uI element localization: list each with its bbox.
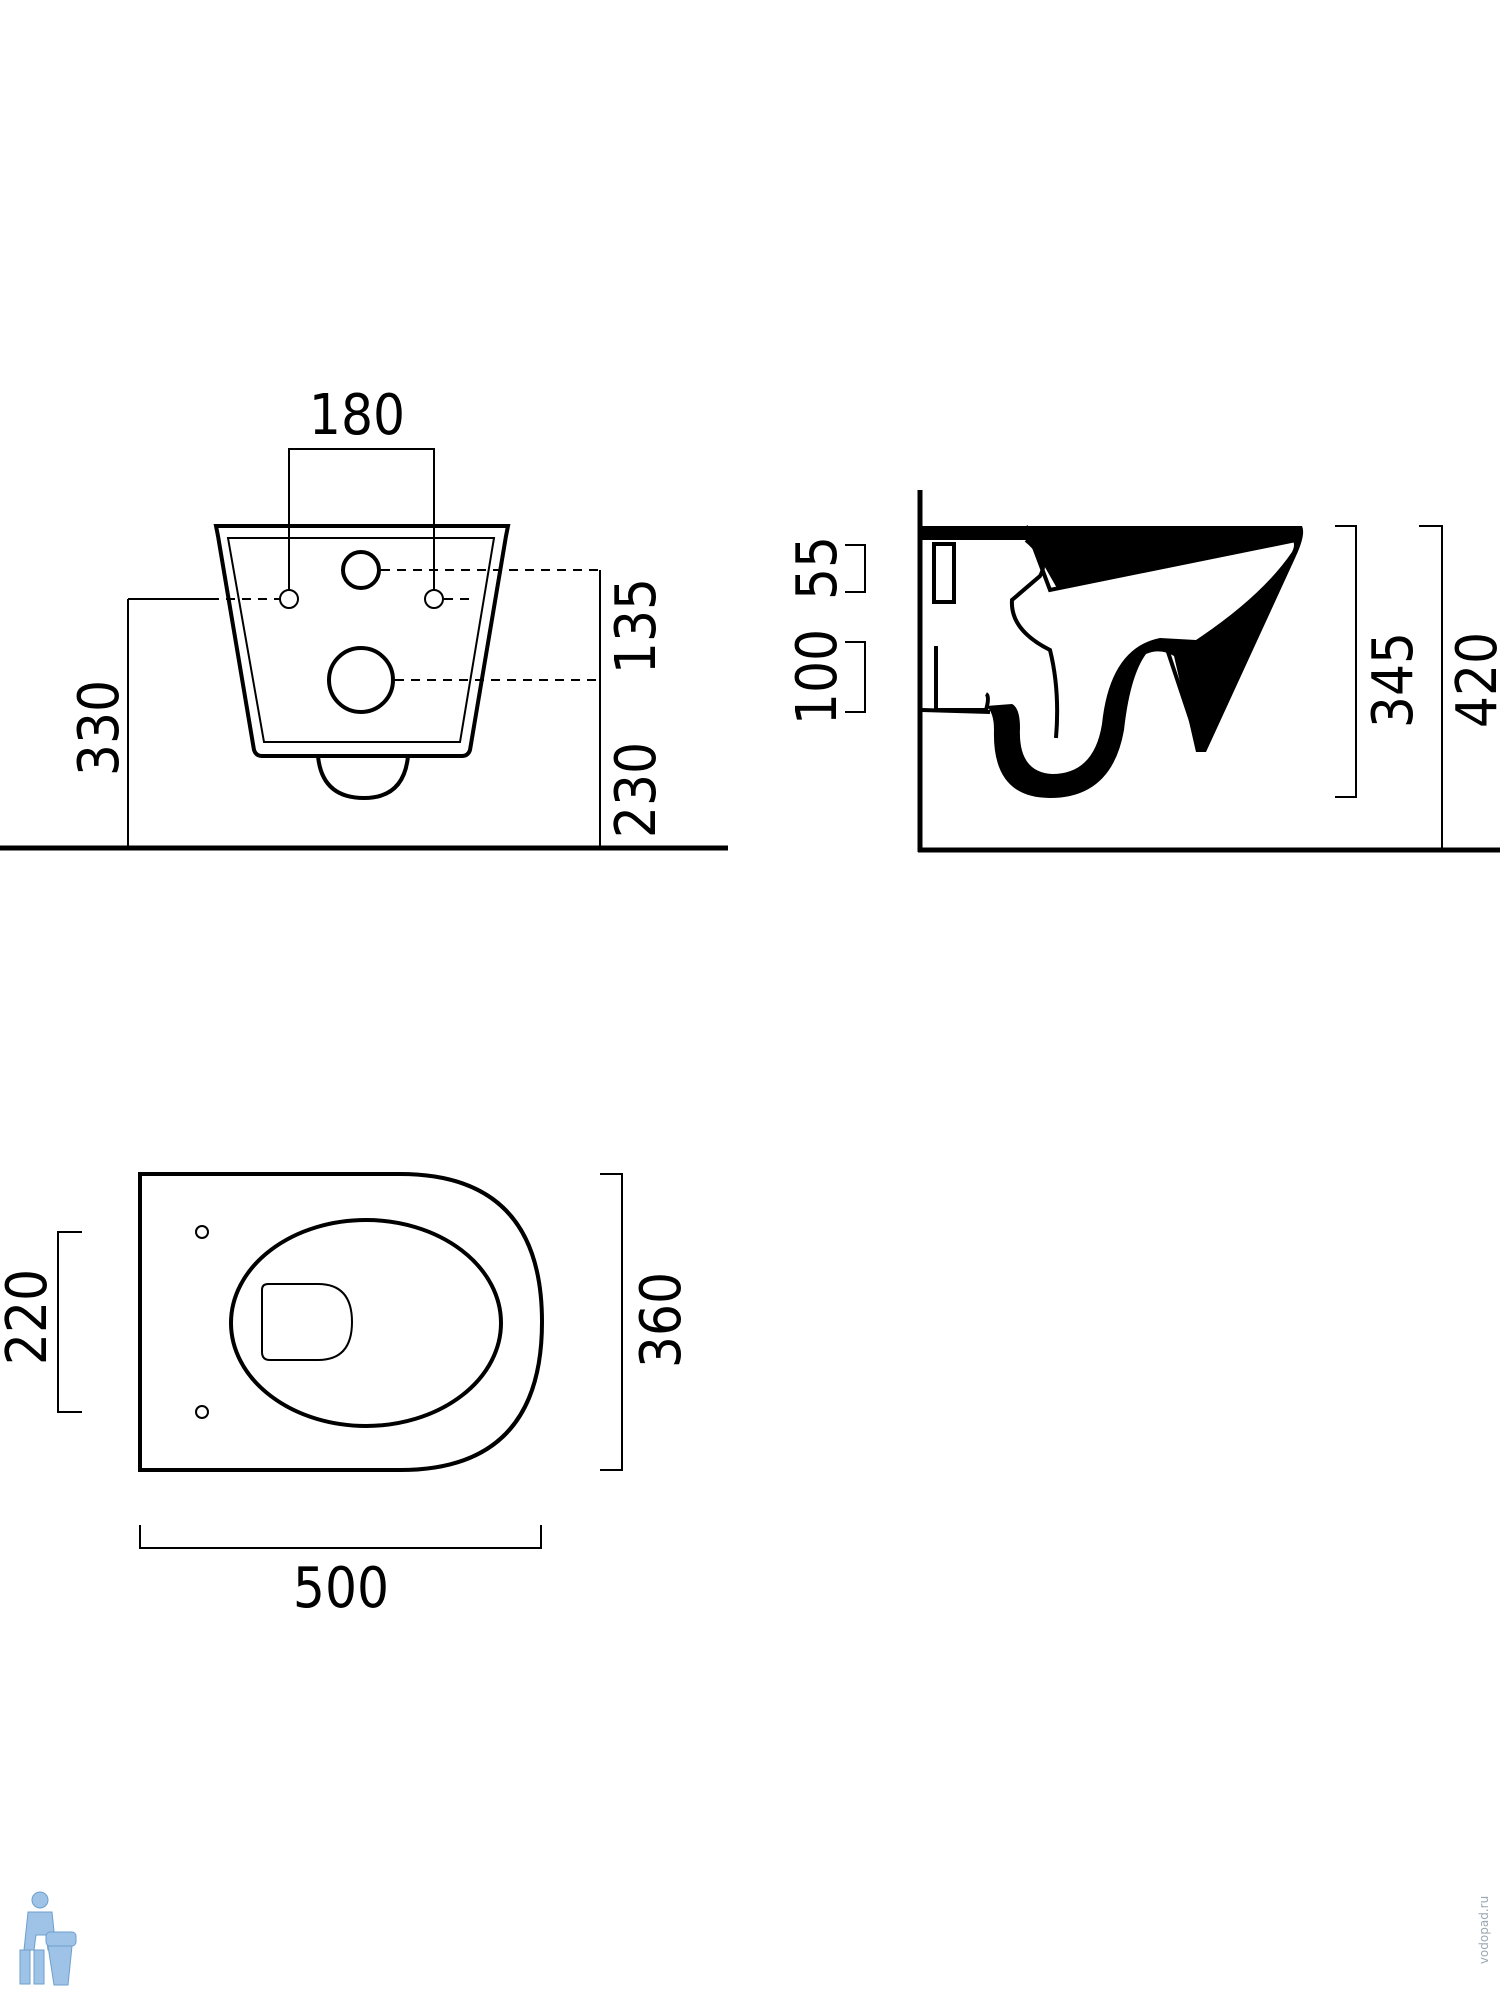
top-view: 220 360 500 bbox=[0, 1172, 694, 1621]
dim-label-360: 360 bbox=[629, 1272, 694, 1368]
dim-label-180: 180 bbox=[309, 383, 405, 448]
side-inlet-pipe bbox=[932, 542, 956, 604]
watermark-text: vodopad.ru bbox=[1477, 1896, 1491, 1964]
side-trapway bbox=[1009, 538, 1060, 739]
fixing-hole-right bbox=[424, 589, 444, 609]
dim-bracket-100 bbox=[845, 641, 866, 713]
dim-bracket-500 bbox=[139, 1525, 542, 1549]
front-bowl-bottom bbox=[316, 755, 410, 801]
dim-label-220: 220 bbox=[0, 1269, 60, 1365]
top-bowl-rim bbox=[229, 1218, 503, 1428]
dim-label-135: 135 bbox=[604, 578, 669, 674]
dim-bracket-420 bbox=[1419, 525, 1443, 850]
dim-bracket-360 bbox=[600, 1173, 623, 1471]
front-bowl-outer bbox=[213, 524, 511, 758]
dim-label-345: 345 bbox=[1361, 632, 1426, 728]
dim-line-180 bbox=[288, 448, 435, 590]
watermark: vodopad.ru bbox=[19, 1891, 1491, 1986]
fixing-hole-left bbox=[279, 589, 299, 609]
front-bowl-inner bbox=[226, 537, 496, 743]
side-bowl-rib bbox=[1166, 651, 1202, 749]
side-outlet-pipe bbox=[934, 646, 990, 712]
dim-label-330: 330 bbox=[67, 680, 132, 776]
dim-label-420: 420 bbox=[1445, 632, 1500, 728]
front-view: 180 330 135 230 bbox=[0, 383, 728, 851]
dim-bracket-345 bbox=[1335, 525, 1357, 798]
inlet-hole bbox=[341, 550, 381, 590]
top-bowl-outline bbox=[138, 1172, 545, 1472]
top-fixing-hole-front bbox=[195, 1405, 209, 1419]
dim-label-500: 500 bbox=[293, 1556, 389, 1621]
dim-label-100: 100 bbox=[785, 629, 850, 725]
dim-label-55: 55 bbox=[785, 536, 850, 600]
top-fixing-hole-back bbox=[195, 1225, 209, 1239]
side-view: 55 100 345 420 bbox=[785, 490, 1500, 853]
dim-bracket-55 bbox=[845, 544, 866, 593]
dim-bracket-220 bbox=[57, 1231, 82, 1413]
dim-label-230: 230 bbox=[604, 742, 669, 838]
plumber-logo-icon bbox=[19, 1891, 77, 1986]
outlet-hole bbox=[327, 646, 395, 714]
side-bowl-profile bbox=[922, 526, 1304, 798]
side-outlet-base bbox=[921, 708, 991, 714]
top-bowl-opening bbox=[261, 1283, 354, 1361]
